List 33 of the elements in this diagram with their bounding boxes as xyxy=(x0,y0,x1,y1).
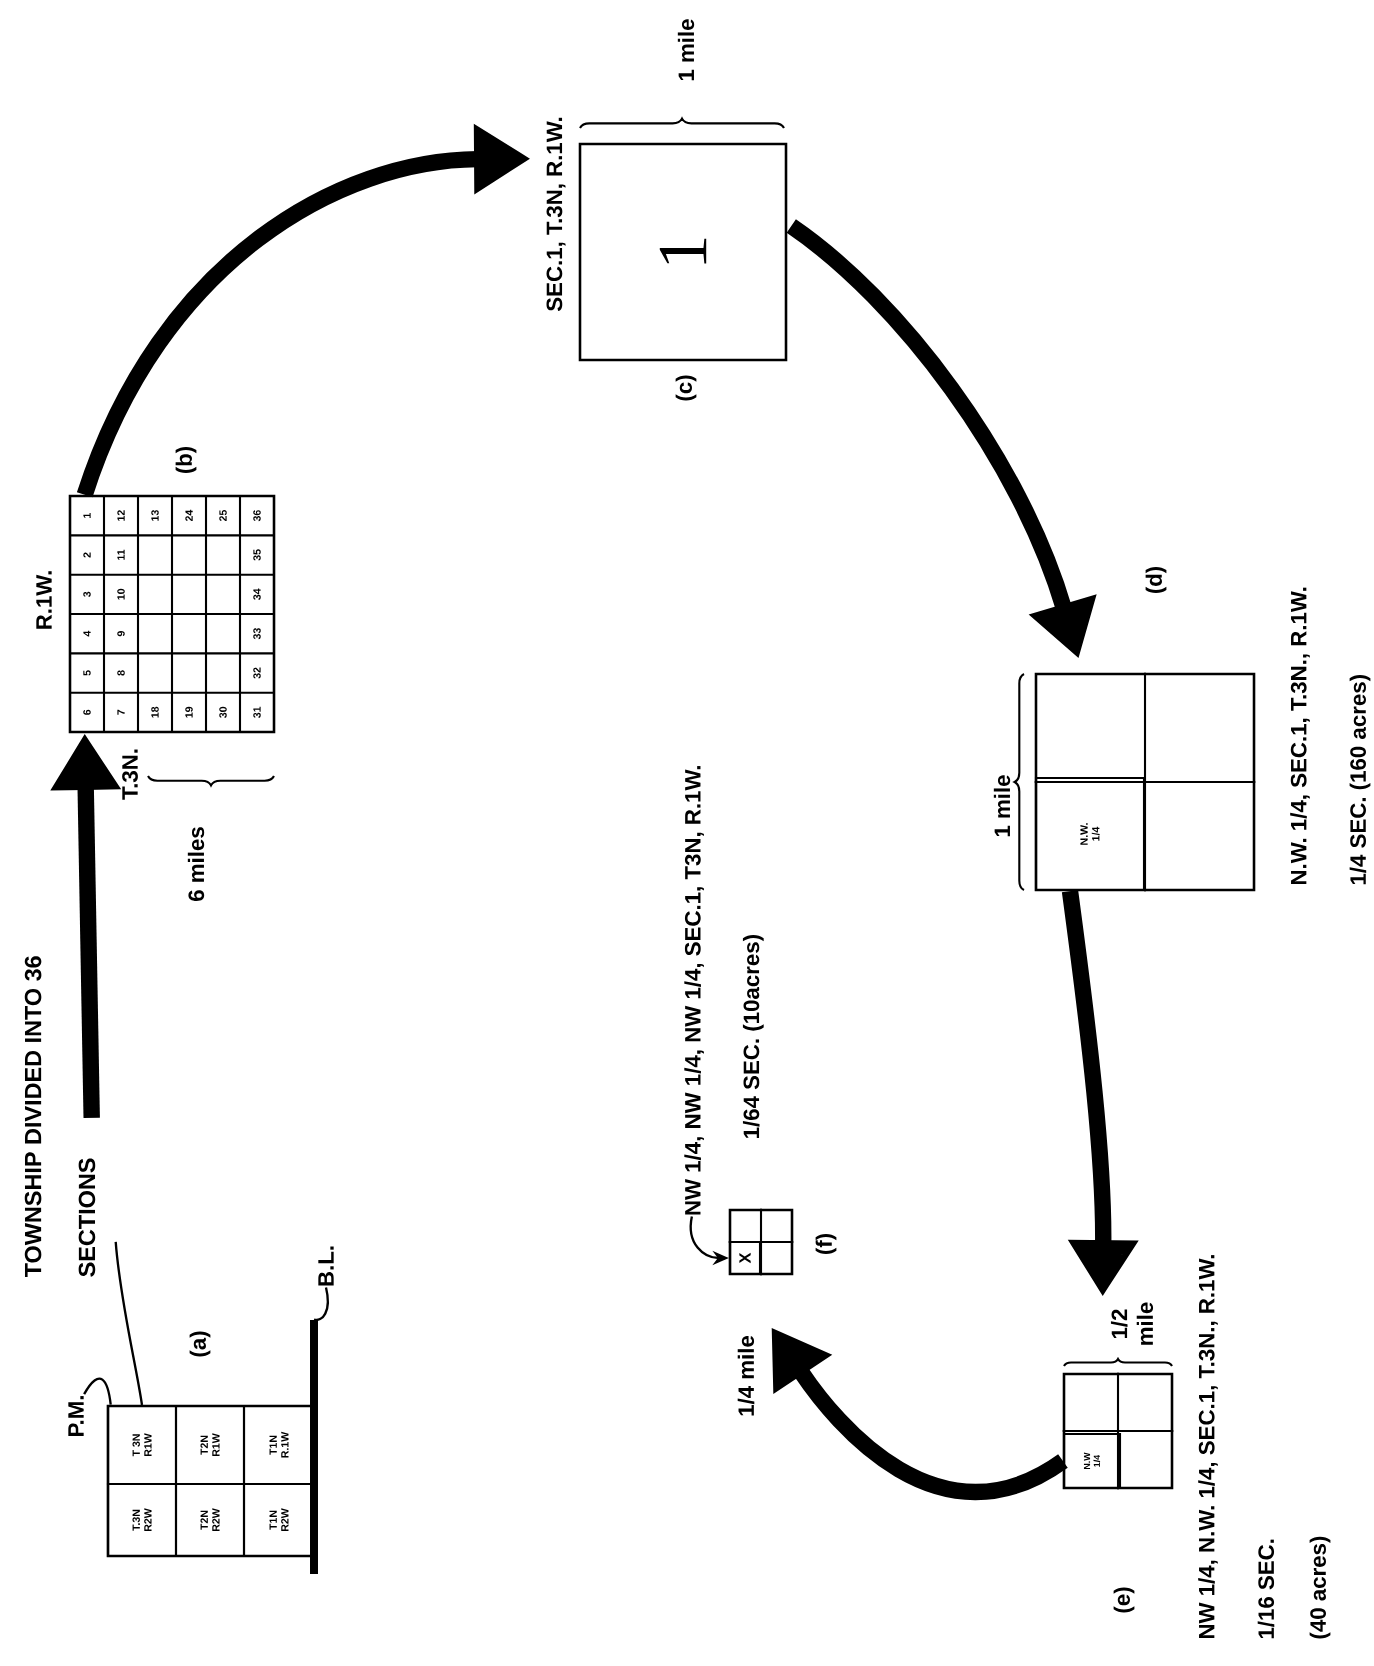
leader-line xyxy=(313,1287,329,1321)
dimension-label: 6 miles xyxy=(187,827,205,901)
township-grid xyxy=(68,494,276,734)
figure-label: (a) xyxy=(189,1331,211,1357)
map-label: B.L. xyxy=(318,1246,334,1286)
leader-line xyxy=(114,1241,144,1406)
figure-label: (b) xyxy=(175,446,197,474)
marked-cell: X xyxy=(728,1240,762,1276)
quarter-grid xyxy=(1062,1372,1174,1490)
figure-label: (c) xyxy=(675,375,697,401)
section-square: 1 xyxy=(578,142,788,362)
leader-line xyxy=(83,1377,112,1405)
baseline-bar xyxy=(310,1320,318,1574)
dimension-label: 1 mile xyxy=(677,19,695,81)
description-text: SEC.1, T.3N, R.1W. xyxy=(546,117,566,312)
description-text: (40 acres) xyxy=(1309,1536,1331,1639)
description-text: N.W. 1/4, SEC.1, T.3N., R.1W. xyxy=(1290,587,1310,885)
description-text: 1/16 SEC. xyxy=(1257,1539,1275,1639)
figure-label: (f) xyxy=(815,1234,837,1255)
dimension-label: 1 mile xyxy=(993,775,1011,837)
caption-text: NW 1/4, NW 1/4, NW 1/4, SEC.1, T3N, R.1W. 1/64 SEC. (10acres) xyxy=(684,766,764,1215)
description-text: 1/4 SEC. (160 acres) xyxy=(1349,675,1371,885)
figure-label: (e) xyxy=(1113,1587,1135,1613)
range-label: R.1W. xyxy=(36,571,52,629)
dimension-label: 1/4 mile xyxy=(737,1335,755,1416)
description-text: NW 1/4, N.W. 1/4, SEC.1, T.3N., R.1W. xyxy=(1198,1255,1218,1639)
quarter-grid xyxy=(728,1208,794,1276)
map-label: P.M. xyxy=(68,1396,84,1436)
dimension-label: 1/2 mile xyxy=(1110,1302,1154,1345)
quarter-grid xyxy=(1034,672,1256,892)
caption-text: TOWNSHIP DIVIDED INTO 36 SECTIONS xyxy=(24,956,96,1278)
figure-label: (d) xyxy=(1145,566,1167,594)
township-label: T.3N. xyxy=(122,749,138,800)
